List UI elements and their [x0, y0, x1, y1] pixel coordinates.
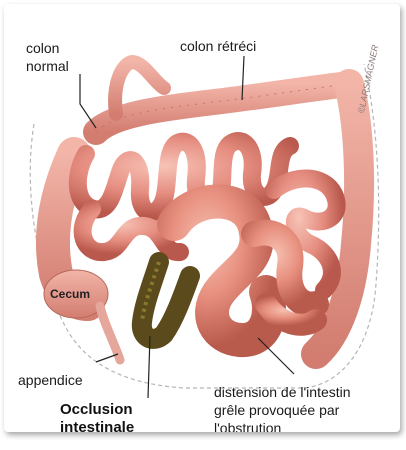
leader-distension — [258, 338, 294, 374]
label-distension-line1: distension de l'intestin — [214, 384, 351, 401]
label-occlusion-line1: Occlusion — [60, 400, 133, 419]
label-occlusion-line2: intestinale — [60, 418, 134, 432]
label-cecum: Cecum — [50, 286, 90, 303]
label-distension-line2: grêle provoquée par — [214, 402, 339, 419]
label-colon-retreci: colon rétréci — [180, 38, 256, 55]
label-colon-normal-line2: normal — [26, 58, 69, 75]
label-appendice: appendice — [18, 372, 83, 389]
illustration-frame: ©LARSMAGNER colon normal colon rétréci C… — [4, 4, 400, 432]
obstruction-segment — [142, 262, 190, 339]
appendix — [100, 306, 120, 360]
small-intestine-loops — [78, 141, 337, 340]
transverse-colon — [96, 84, 349, 132]
label-distension-line3: l'obstrution — [214, 420, 281, 432]
label-colon-normal-line1: colon — [26, 40, 59, 57]
